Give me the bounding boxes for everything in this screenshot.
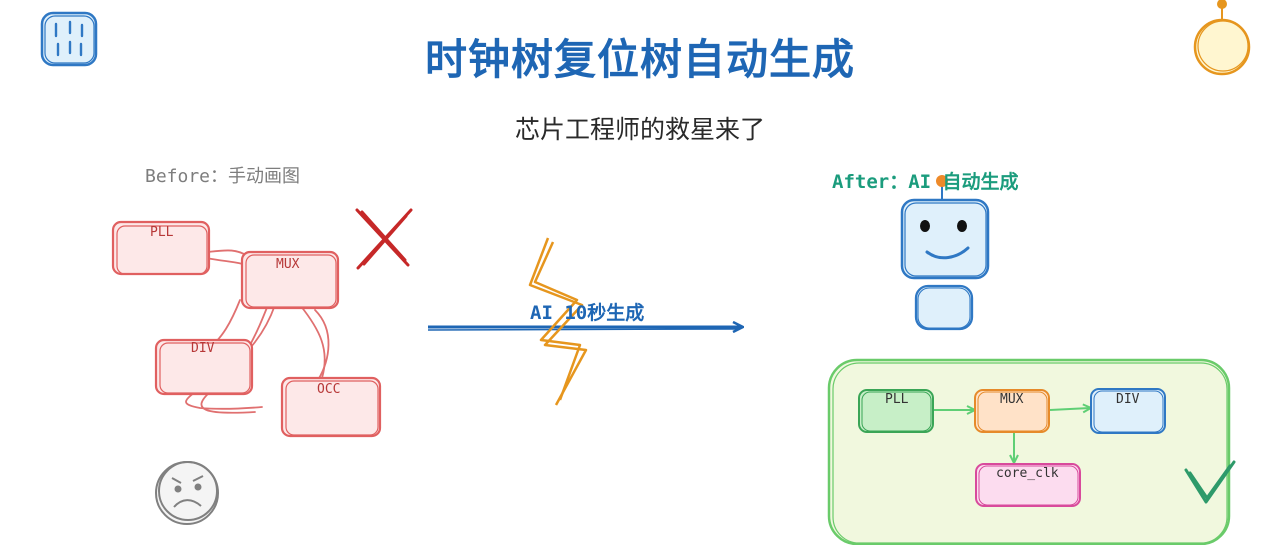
after-node-core-clk-label: core_clk <box>996 466 1059 481</box>
before-node-div <box>154 338 254 396</box>
before-node-occ <box>280 376 382 438</box>
check-icon <box>1184 460 1236 504</box>
page-subtitle: 芯片工程师的救星来了 <box>514 115 765 144</box>
before-node-pll-label: PLL <box>150 225 174 240</box>
after-edges <box>934 408 1090 462</box>
after-node-div-label: DIV <box>1116 392 1140 407</box>
result-panel <box>827 358 1231 545</box>
after-node-div <box>1090 388 1166 434</box>
after-node-mux-label: MUX <box>1000 392 1024 407</box>
before-connections <box>185 249 330 414</box>
after-node-core-clk <box>975 463 1081 507</box>
before-node-occ-label: OCC <box>317 382 341 397</box>
before-node-pll <box>111 220 211 276</box>
transform-arrow <box>427 327 742 330</box>
sad-face-icon <box>155 461 219 525</box>
lightning-icon <box>528 237 588 406</box>
arrow-label: AI 10秒生成 <box>530 302 645 324</box>
after-node-pll-label: PLL <box>885 392 909 407</box>
after-node-mux <box>974 389 1050 433</box>
bulb-icon <box>1193 0 1251 76</box>
page-title: 时钟树复位树自动生成 <box>424 35 855 84</box>
after-node-pll <box>858 389 934 433</box>
after-label: After：AI 自动生成 <box>832 171 1019 193</box>
before-node-div-label: DIV <box>191 341 215 356</box>
before-label: Before：手动画图 <box>145 166 301 187</box>
notebook-icon <box>40 11 98 67</box>
cross-icon <box>355 208 413 270</box>
before-node-mux <box>240 250 340 310</box>
robot-icon <box>900 175 990 331</box>
before-node-mux-label: MUX <box>276 257 300 272</box>
